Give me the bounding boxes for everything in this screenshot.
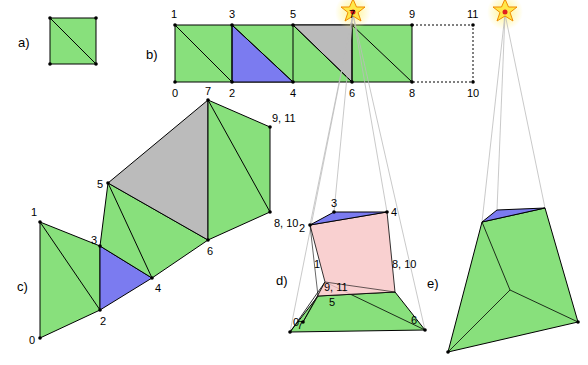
- vertex-number: 8, 10: [392, 259, 416, 270]
- strip-c: [40, 100, 270, 338]
- vertex-number: 9, 11: [324, 282, 348, 293]
- vertex-number: 6: [207, 246, 213, 257]
- vertex-number: 11: [467, 9, 478, 20]
- vertex-number: 10: [467, 88, 479, 99]
- vertex-number: 2: [100, 316, 106, 327]
- vertex-number: 6: [349, 88, 355, 99]
- panel-label: d): [276, 274, 288, 287]
- vertex-number: 0: [29, 335, 35, 346]
- vertex-number: 9, 11: [272, 113, 296, 124]
- strip-b: [175, 25, 473, 82]
- square-a: [50, 18, 96, 64]
- vertex-number: 5: [97, 179, 103, 190]
- figure-d: [288, 0, 427, 334]
- vertex-number: 2: [229, 88, 235, 99]
- vertex-number: 1: [314, 259, 320, 270]
- vertex-number: 5: [290, 9, 296, 20]
- vertex-number: 9: [409, 9, 415, 20]
- vertex-number: 4: [391, 207, 397, 218]
- vertex-number: 8: [409, 88, 415, 99]
- vertex-number: 3: [229, 9, 235, 20]
- figure-e: [446, 0, 580, 354]
- vertex-number: 3: [331, 198, 337, 209]
- vertex-number: 1: [31, 207, 37, 218]
- vertex-number: 6: [411, 315, 417, 326]
- vertex-number: 8, 10: [274, 218, 298, 229]
- vertex-number: 0: [172, 88, 178, 99]
- vertex-number: 5: [329, 297, 335, 308]
- vertex-number: 7: [297, 320, 303, 331]
- vertex-number: 7: [349, 9, 355, 20]
- vertex-number: 7: [205, 86, 211, 97]
- panel-label: c): [17, 280, 28, 293]
- vertex-number: 2: [299, 223, 305, 234]
- vertex-number: 4: [290, 88, 296, 99]
- panel-label: b): [146, 48, 158, 61]
- panel-label: a): [18, 36, 30, 49]
- vertex-number: 3: [91, 235, 97, 246]
- vertex-number: 4: [155, 283, 161, 294]
- panel-label: e): [427, 277, 439, 290]
- vertex-number: 1: [171, 9, 177, 20]
